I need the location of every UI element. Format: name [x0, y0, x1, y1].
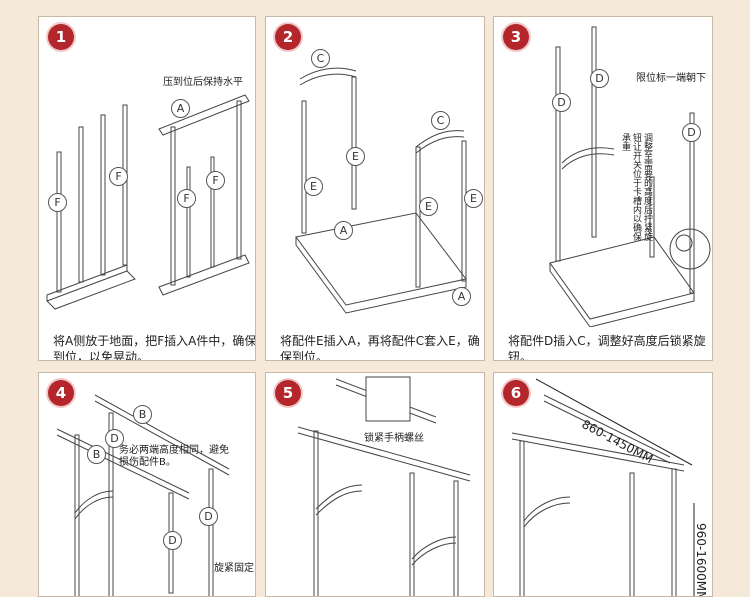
part-a-label: A	[452, 287, 471, 306]
step-4-panel: 4 务必两端高度相同，避免损伤配件B。 旋紧固定 B B D D D	[38, 372, 256, 597]
step-6-badge: 6	[503, 380, 529, 406]
step-2-badge: 2	[275, 24, 301, 50]
step-3-illustration	[549, 26, 711, 327]
part-d-label: D	[552, 93, 571, 112]
step-4-badge: 4	[48, 380, 74, 406]
part-d-label: D	[163, 531, 182, 550]
step-3-caption: 将配件D插入C，调整好高度后锁紧旋钮。	[508, 334, 706, 361]
step-4-note-fix: 旋紧固定	[214, 563, 254, 574]
step-3-badge: 3	[503, 24, 529, 50]
step-5-panel: 5 锁紧手柄螺丝	[265, 372, 485, 597]
part-f-label: F	[177, 189, 196, 208]
part-a-label: A	[171, 99, 190, 118]
part-e-label: E	[419, 197, 438, 216]
step-1-caption: 将A侧放于地面，把F插入A件中，确保到位，以免晃动。	[53, 334, 256, 361]
step-4-note: 务必两端高度相同，避免损伤配件B。	[119, 445, 229, 468]
step-5-note: 锁紧手柄螺丝	[364, 433, 424, 444]
part-d-label: D	[590, 69, 609, 88]
part-a-label: A	[334, 221, 353, 240]
step-1-note: 压到位后保持水平	[163, 77, 243, 88]
part-f-label: F	[48, 193, 67, 212]
part-e-label: E	[464, 189, 483, 208]
part-d-label: D	[682, 123, 701, 142]
part-d-label: D	[199, 507, 218, 526]
part-b-label: B	[87, 445, 106, 464]
step-3-vertical-note: 调整至需要的高度后拧紧旋钮让开关位于卡槽内以确保承重	[620, 133, 652, 241]
step-6-panel: 6 860-1450MM 960-1600MM	[493, 372, 713, 597]
step-2-caption: 将配件E插入A，再将配件C套入E，确保到位。	[280, 334, 480, 361]
step-2-illustration	[295, 67, 467, 314]
step-6-illustration	[511, 378, 695, 596]
part-f-label: F	[206, 171, 225, 190]
part-f-label: F	[109, 167, 128, 186]
step-2-panel: 2 C C E E E E A A 将配件E插入A，再将配件C套入E，确保到位。	[265, 16, 485, 361]
step-1-badge: 1	[48, 24, 74, 50]
step-6-height-dim: 960-1600MM	[694, 523, 708, 597]
part-c-label: C	[431, 111, 450, 130]
step-5-badge: 5	[275, 380, 301, 406]
step-3-note: 限位标一端朝下	[636, 73, 706, 84]
part-d-label: D	[105, 429, 124, 448]
step-1-panel: 1 压到位后保持水平 F F A F F 将A侧放于地面，把F插入A件中，确保到…	[38, 16, 256, 361]
part-e-label: E	[346, 147, 365, 166]
step-1-illustration	[46, 94, 250, 310]
part-b-label: B	[133, 405, 152, 424]
step-3-panel: 3 限位标一端朝下 D D D 调整至需要的高度后拧紧旋钮让开关位于卡槽内以确保…	[493, 16, 713, 361]
step-5-illustration	[297, 376, 471, 596]
part-c-label: C	[311, 49, 330, 68]
part-e-label: E	[304, 177, 323, 196]
